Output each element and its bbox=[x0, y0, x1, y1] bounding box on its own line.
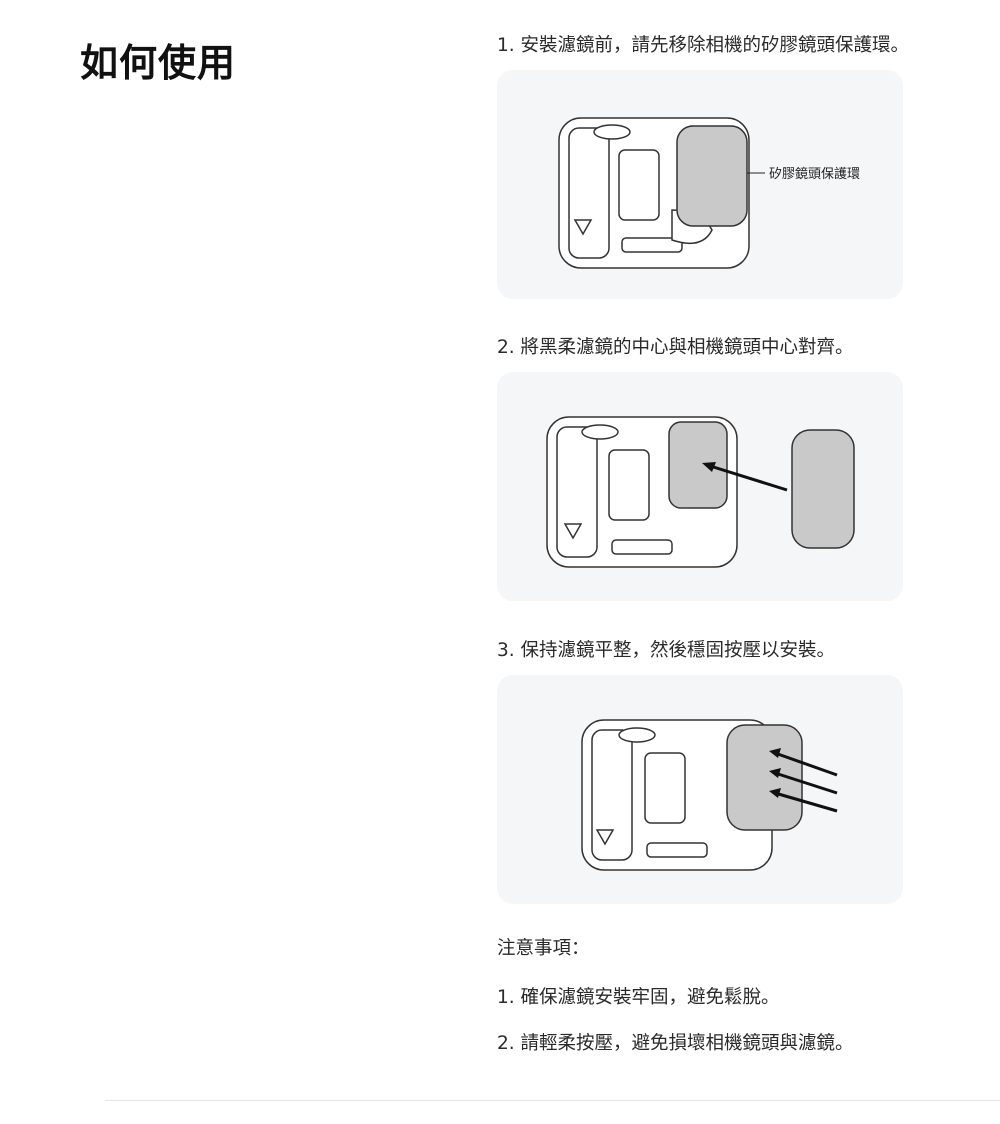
divider bbox=[105, 1100, 1000, 1101]
step-3-text: 3. 保持濾鏡平整，然後穩固按壓以安裝。 bbox=[497, 640, 836, 661]
step-3-illustration bbox=[497, 675, 903, 904]
lens-ring-callout: 矽膠鏡頭保護環 bbox=[769, 166, 860, 182]
step-1-illustration: 矽膠鏡頭保護環 bbox=[497, 70, 903, 299]
note-item: 1. 確保濾鏡安裝牢固，避免鬆脫。 bbox=[497, 987, 780, 1008]
step-2-illustration bbox=[497, 372, 903, 601]
camera-align-filter-icon bbox=[546, 416, 855, 568]
camera-with-lens-ring-icon: 矽膠鏡頭保護環 bbox=[558, 117, 860, 269]
note-item: 2. 請輕柔按壓，避免損壞相機鏡頭與濾鏡。 bbox=[497, 1033, 854, 1054]
page-title: 如何使用 bbox=[80, 41, 237, 85]
notes-heading: 注意事項： bbox=[497, 938, 590, 959]
step-1-text: 1. 安裝濾鏡前，請先移除相機的矽膠鏡頭保護環。 bbox=[497, 35, 910, 56]
camera-press-filter-icon bbox=[581, 719, 838, 871]
step-2-text: 2. 將黑柔濾鏡的中心與相機鏡頭中心對齊。 bbox=[497, 337, 854, 358]
